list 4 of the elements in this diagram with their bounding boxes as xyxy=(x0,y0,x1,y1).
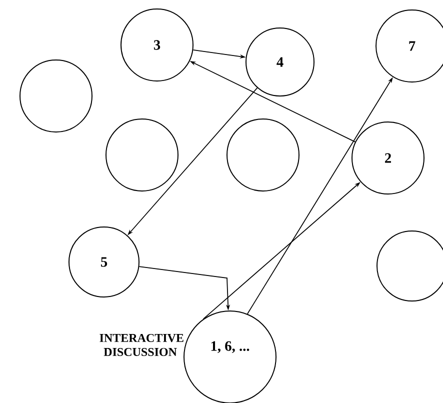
circle-node xyxy=(226,118,300,192)
circle-node xyxy=(106,118,178,192)
circle-node xyxy=(20,60,92,132)
beside-label: INTERACTIVE DISCUSSION xyxy=(100,334,184,356)
